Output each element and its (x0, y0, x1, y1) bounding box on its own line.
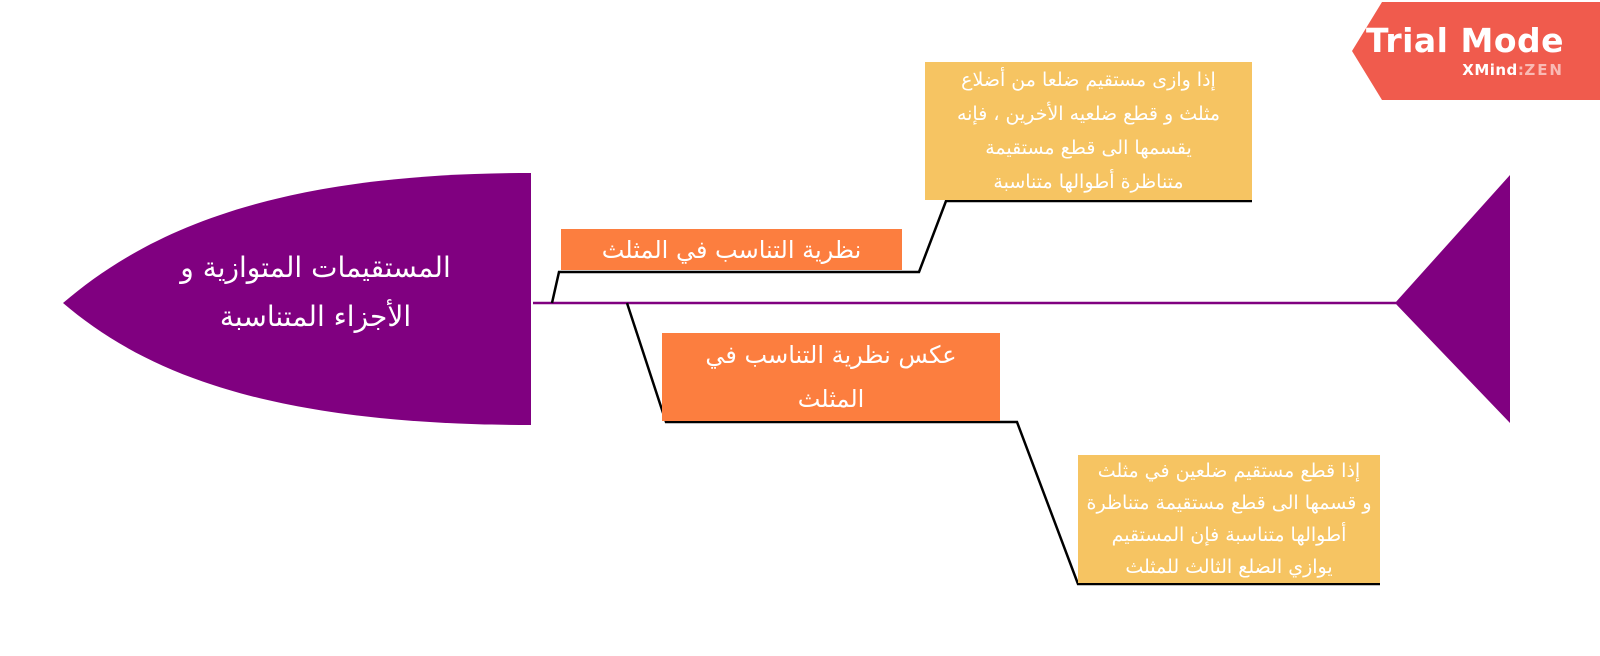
trial-mode-title: Trial Mode (1365, 21, 1564, 60)
trial-mode-badge: Trial Mode XMind:ZEN (1352, 0, 1600, 102)
xmind-zen-logo: XMind:ZEN (1462, 61, 1564, 79)
trial-mode-badge-shape (1352, 2, 1600, 100)
note-proportionality-theorem[interactable]: إذا وازى مستقيم ضلعا من أضلاع مثلث و قطع… (925, 62, 1252, 200)
branch-topic-converse-theorem[interactable]: عكس نظرية التناسب في المثلث (662, 333, 1000, 421)
note-converse-theorem[interactable]: إذا قطع مستقيم ضلعين في مثلث و قسمها الى… (1078, 455, 1380, 583)
main-topic-shape[interactable] (63, 173, 531, 425)
branch-topic-proportionality-theorem[interactable]: نظرية التناسب في المثلث (561, 229, 902, 270)
branch-2-connector (625, 302, 1380, 586)
brand-suffix: ZEN (1524, 61, 1564, 79)
brand-separator: : (1517, 61, 1525, 79)
main-topic-label[interactable]: المستقيمات المتوازية و الأجزاء المتناسبة (180, 251, 451, 333)
brand-name: XMind (1462, 61, 1518, 79)
branch-1-connector (550, 199, 1252, 304)
fishbone-arrowhead (1395, 175, 1510, 423)
